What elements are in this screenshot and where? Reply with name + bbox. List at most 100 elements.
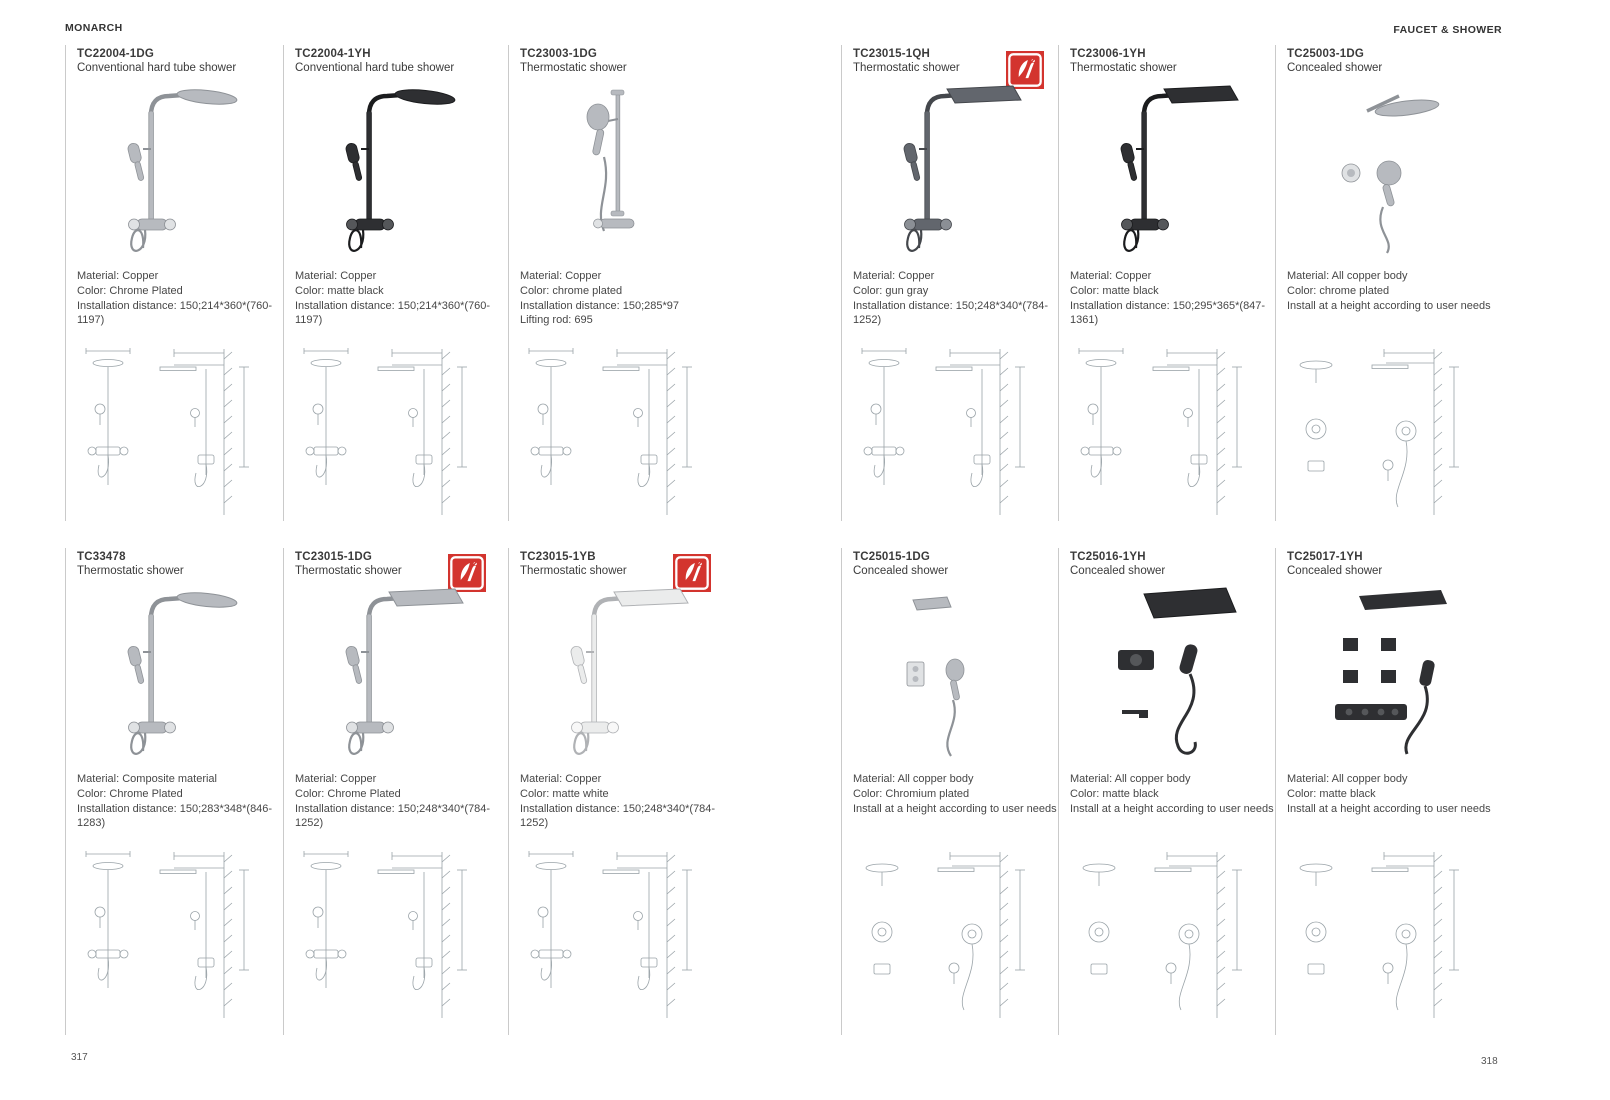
spec-line: Material: All copper body xyxy=(1070,773,1191,785)
product-cell-TC23015-1YB: TC23015-1YB Thermostatic shower Material… xyxy=(508,548,725,1035)
technical-drawing-column-icon xyxy=(288,846,496,1022)
spec-line: Color: chrome plated xyxy=(520,284,623,297)
technical-drawing-column-icon xyxy=(1063,343,1271,519)
spec-line: Installation distance: 150;295*365*(847-… xyxy=(1070,299,1266,327)
product-code: TC22004-1YH xyxy=(295,48,371,60)
technical-drawing-column-icon xyxy=(70,343,278,519)
product-photo-column-square-icon xyxy=(284,582,501,770)
product-photo-concealed-hand-icon xyxy=(842,582,1059,770)
product-code: TC23006-1YH xyxy=(1070,48,1146,60)
spec-line: Material: All copper body xyxy=(853,773,974,785)
spec-line: Color: chrome plated xyxy=(1287,284,1390,297)
spec-line: Material: Copper xyxy=(853,270,935,282)
spec-line: Color: matte white xyxy=(520,787,609,800)
spec-line: Material: Copper xyxy=(77,270,159,282)
page-number-left: 317 xyxy=(71,1052,88,1063)
product-photo-concealed-square-icon xyxy=(1059,582,1276,770)
spec-line: Install at a height according to user ne… xyxy=(1070,802,1274,815)
technical-drawing-column-icon xyxy=(513,343,721,519)
spec-line: Install at a height according to user ne… xyxy=(853,802,1057,815)
product-cell-TC22004-1DG: TC22004-1DG Conventional hard tube showe… xyxy=(65,45,282,521)
product-code: TC25016-1YH xyxy=(1070,551,1146,563)
product-type: Thermostatic shower xyxy=(295,565,402,577)
spec-line: Material: Copper xyxy=(520,270,602,282)
product-cell-TC23006-1YH: TC23006-1YH Thermostatic shower Material… xyxy=(1058,45,1275,521)
spec-line: Color: matte black xyxy=(1287,787,1376,800)
product-photo-column-square-icon xyxy=(509,582,726,770)
product-cell-TC33478: TC33478 Thermostatic shower Material: Co… xyxy=(65,548,282,1035)
spec-line: Lifting rod: 695 xyxy=(520,314,593,327)
spec-line: Material: Copper xyxy=(1070,270,1152,282)
product-photo-column-round-icon xyxy=(66,79,283,267)
product-type: Concealed shower xyxy=(853,565,949,577)
product-code: TC22004-1DG xyxy=(77,48,154,60)
product-photo-slidebar-icon xyxy=(509,79,726,267)
category-title: FAUCET & SHOWER xyxy=(1393,24,1502,36)
product-photo-column-round-icon xyxy=(284,79,501,267)
spec-line: Color: matte black xyxy=(295,284,384,297)
product-photo-concealed-round-icon xyxy=(1276,79,1493,267)
product-cell-TC23015-1DG: TC23015-1DG Thermostatic shower Material… xyxy=(283,548,500,1035)
technical-drawing-concealed-icon xyxy=(1280,343,1488,519)
spec-line: Installation distance: 150;248*340*(784-… xyxy=(853,299,1049,327)
technical-drawing-column-icon xyxy=(70,846,278,1022)
product-code: TC25017-1YH xyxy=(1287,551,1363,563)
brand-seal-icon xyxy=(1006,51,1044,89)
spec-line: Material: All copper body xyxy=(1287,773,1408,785)
spec-line: Installation distance: 150;285*97 xyxy=(520,299,680,312)
product-code: TC23015-1YB xyxy=(520,551,596,563)
technical-drawing-column-icon xyxy=(846,343,1054,519)
product-cell-TC25003-1DG: TC25003-1DG Concealed shower Material: A… xyxy=(1275,45,1492,521)
product-cell-TC23015-1QH: TC23015-1QH Thermostatic shower Material… xyxy=(841,45,1058,521)
technical-drawing-column-icon xyxy=(288,343,496,519)
spec-line: Installation distance: 150;214*360*(760-… xyxy=(295,299,491,327)
product-type: Thermostatic shower xyxy=(853,62,960,74)
product-type: Thermostatic shower xyxy=(520,62,627,74)
spec-line: Color: matte black xyxy=(1070,284,1159,297)
product-code: TC25015-1DG xyxy=(853,551,930,563)
spec-line: Install at a height according to user ne… xyxy=(1287,299,1491,312)
spec-line: Material: Copper xyxy=(520,773,602,785)
technical-drawing-column-icon xyxy=(513,846,721,1022)
product-type: Conventional hard tube shower xyxy=(295,62,455,74)
product-cell-TC22004-1YH: TC22004-1YH Conventional hard tube showe… xyxy=(283,45,500,521)
spec-line: Install at a height according to user ne… xyxy=(1287,802,1491,815)
spec-line: Material: Composite material xyxy=(77,773,217,785)
product-code: TC23015-1DG xyxy=(295,551,372,563)
brand-seal-icon xyxy=(673,554,711,592)
spec-line: Color: gun gray xyxy=(853,284,929,297)
product-type: Thermostatic shower xyxy=(77,565,184,577)
product-type: Thermostatic shower xyxy=(520,565,627,577)
product-cell-TC23003-1DG: TC23003-1DG Thermostatic shower Material… xyxy=(508,45,725,521)
spec-line: Color: Chromium plated xyxy=(853,787,970,800)
technical-drawing-concealed-icon xyxy=(1280,846,1488,1022)
spec-line: Color: Chrome Plated xyxy=(77,787,183,800)
product-code: TC23015-1QH xyxy=(853,48,930,60)
spec-line: Installation distance: 150;248*340*(784-… xyxy=(295,802,491,830)
product-type: Concealed shower xyxy=(1287,565,1383,577)
product-cell-TC25015-1DG: TC25015-1DG Concealed shower Material: A… xyxy=(841,548,1058,1035)
spec-line: Color: Chrome Plated xyxy=(77,284,183,297)
technical-drawing-concealed-icon xyxy=(1063,846,1271,1022)
product-photo-column-square-icon xyxy=(1059,79,1276,267)
product-type: Conventional hard tube shower xyxy=(77,62,237,74)
spec-line: Installation distance: 150;248*340*(784-… xyxy=(520,802,716,830)
product-code: TC25003-1DG xyxy=(1287,48,1364,60)
product-photo-column-round-icon xyxy=(66,582,283,770)
product-code: TC33478 xyxy=(77,551,126,563)
brand-seal-icon xyxy=(448,554,486,592)
product-cell-TC25017-1YH: TC25017-1YH Concealed shower Material: A… xyxy=(1275,548,1492,1035)
spec-line: Material: All copper body xyxy=(1287,270,1408,282)
product-type: Concealed shower xyxy=(1287,62,1383,74)
technical-drawing-concealed-icon xyxy=(846,846,1054,1022)
spec-line: Material: Copper xyxy=(295,773,377,785)
